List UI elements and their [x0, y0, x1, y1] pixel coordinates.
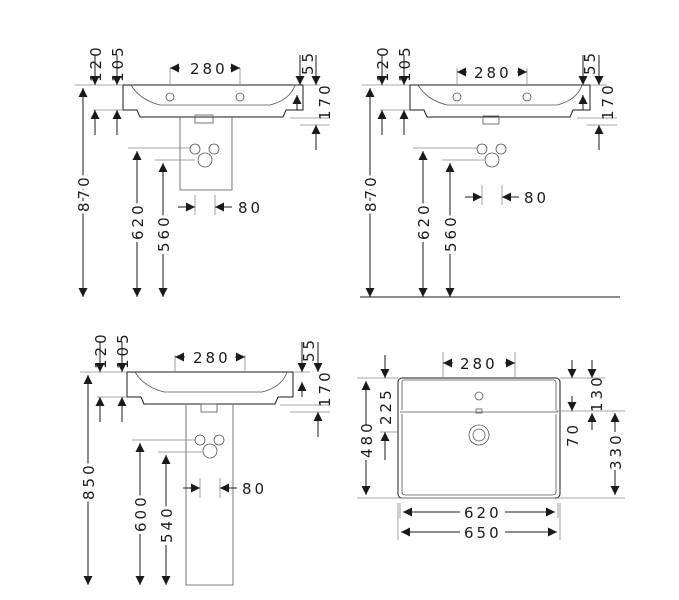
dim-80: 80: [238, 199, 263, 217]
dim-170: 170: [599, 82, 617, 120]
dim-120: 120: [92, 331, 110, 369]
dim-55: 55: [299, 50, 317, 75]
dim-105: 105: [114, 331, 132, 369]
dim-130: 130: [588, 374, 606, 412]
dim-540: 540: [158, 505, 176, 543]
view-side-full-pedestal: 280 120 105 55 170 850 600 540 80: [77, 331, 334, 586]
dim-105: 105: [109, 44, 127, 82]
dim-620: 620: [464, 504, 502, 522]
view-side-wall-mounted: 280 120 105 55 170 870 620 560 80: [359, 44, 620, 298]
dim-70: 70: [564, 422, 582, 447]
dim-105: 105: [396, 44, 414, 82]
dim-280: 280: [460, 355, 498, 373]
dim-55: 55: [581, 50, 599, 75]
dim-620: 620: [129, 202, 147, 240]
dim-80: 80: [524, 189, 549, 207]
drain: [468, 424, 490, 446]
dim-600: 600: [132, 494, 150, 532]
dim-620: 620: [415, 202, 433, 240]
semi-pedestal: [179, 117, 233, 191]
dim-280: 280: [474, 64, 512, 82]
dim-170: 170: [316, 82, 334, 120]
dim-870: 870: [75, 174, 93, 212]
dim-80: 80: [242, 480, 267, 498]
dim-560: 560: [442, 214, 460, 252]
dim-330: 330: [607, 432, 625, 470]
basin-outline: [409, 84, 591, 118]
dim-120: 120: [87, 44, 105, 82]
dim-480: 480: [358, 420, 376, 458]
dim-850: 850: [80, 462, 98, 500]
dim-560: 560: [155, 214, 173, 252]
view-side-semi-pedestal: 280 120 105 55 170 870 620 560 80: [72, 44, 334, 297]
dim-650: 650: [464, 524, 502, 542]
view-plan: 280 225 480 130 70 330 620 650: [357, 352, 625, 542]
dim-55: 55: [300, 337, 318, 362]
overflow-hole: [474, 391, 484, 401]
basin-outline: [122, 84, 304, 118]
dim-280: 280: [193, 349, 231, 367]
basin-outer: [397, 377, 561, 499]
dim-280: 280: [190, 60, 228, 78]
dim-120: 120: [374, 44, 392, 82]
full-pedestal: [185, 405, 234, 586]
dim-870: 870: [362, 174, 380, 212]
dim-225: 225: [377, 387, 395, 425]
basin-outline: [126, 371, 294, 405]
dim-170: 170: [316, 369, 334, 407]
